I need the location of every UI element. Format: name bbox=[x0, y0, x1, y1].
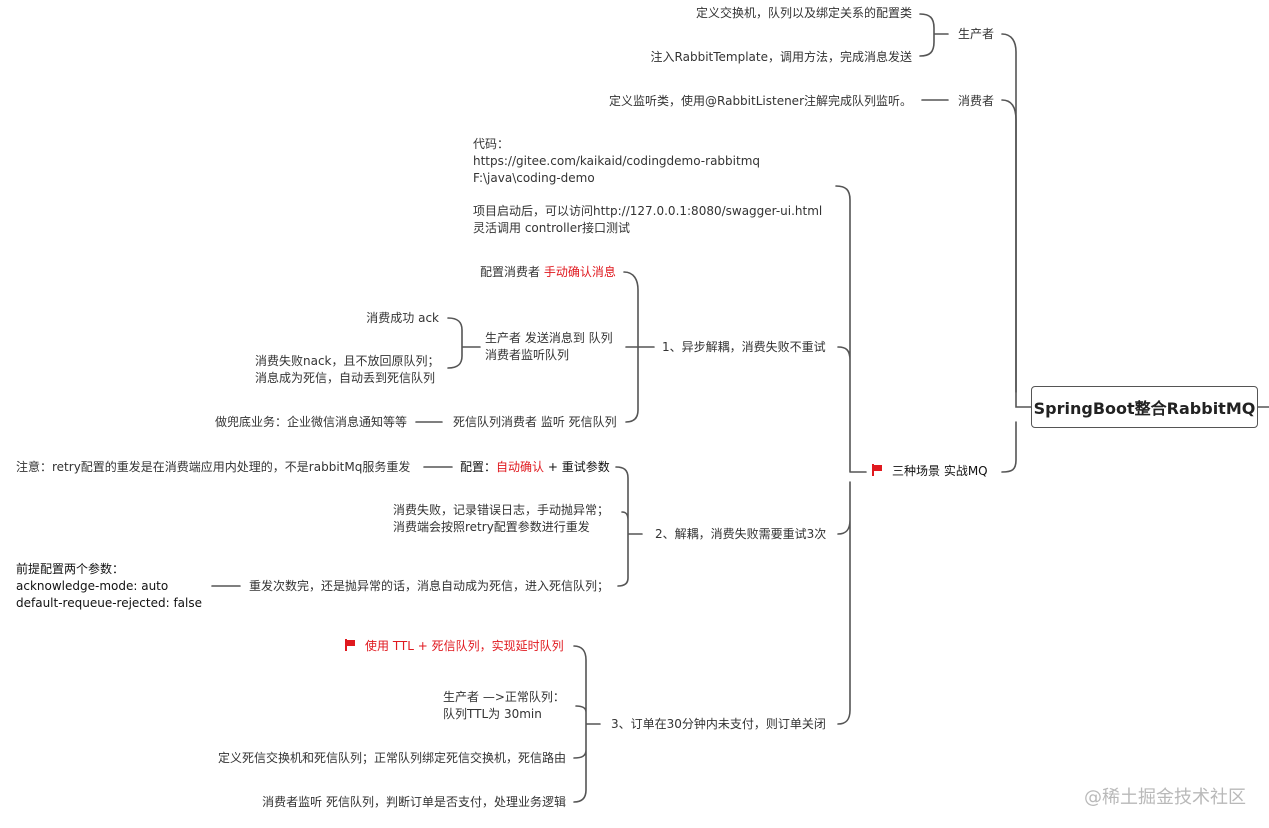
consumer-node[interactable]: 消费者 bbox=[958, 94, 995, 108]
producer-node[interactable]: 生产者 bbox=[958, 27, 995, 41]
scene1-fallback-node[interactable]: 做兜底业务：企业微信消息通知等等 bbox=[214, 415, 407, 429]
scenes-node[interactable]: 三种场景 实战MQ bbox=[872, 463, 988, 480]
flag-icon bbox=[345, 639, 355, 651]
watermark: @稀土掘金技术社区 bbox=[1084, 787, 1246, 808]
producer-config-node[interactable]: 定义交换机，队列以及绑定关系的配置类 bbox=[695, 6, 912, 20]
swagger-node[interactable]: 项目启动后，可以访问http://127.0.0.1:8080/swagger-… bbox=[473, 204, 823, 235]
flag-icon bbox=[872, 464, 882, 476]
scene3-consumer-node[interactable]: 消费者监听 死信队列，判断订单是否支付，处理业务逻辑 bbox=[262, 795, 566, 809]
scene3-ttl-node[interactable]: 使用 TTL + 死信队列，实现延时队列 bbox=[345, 638, 564, 655]
scene3-dlx-node[interactable]: 定义死信交换机和死信队列；正常队列绑定死信交换机，死信路由 bbox=[217, 751, 566, 765]
scene2-retry-done-node[interactable]: 重发次数完，还是抛异常的话，消息自动成为死信，进入死信队列； bbox=[249, 579, 610, 593]
scene3-producer-node[interactable]: 生产者 —>正常队列： 队列TTL为 30min bbox=[443, 690, 565, 721]
scene3-node[interactable]: 3、订单在30分钟内未支付，则订单关闭 bbox=[611, 717, 826, 731]
scene2-config-node[interactable]: 配置：自动确认 + 重试参数 bbox=[460, 460, 610, 474]
scene2-params-node[interactable]: 前提配置两个参数： acknowledge-mode: auto default… bbox=[16, 562, 203, 610]
scene1-node[interactable]: 1、异步解耦，消费失败不重试 bbox=[662, 340, 826, 354]
scene1-dlq-node[interactable]: 死信队列消费者 监听 死信队列 bbox=[453, 415, 617, 429]
scene1-ack-node[interactable]: 消费成功 ack bbox=[366, 311, 439, 325]
root-node[interactable]: SpringBoot整合RabbitMQ bbox=[1031, 386, 1258, 428]
scene1-nack-node[interactable]: 消费失败nack，且不放回原队列； 消息成为死信，自动丢到死信队列 bbox=[255, 354, 440, 385]
scene2-fail-node[interactable]: 消费失败，记录错误日志，手动抛异常； 消费端会按照retry配置参数进行重发 bbox=[393, 503, 610, 534]
consumer-listener-node[interactable]: 定义监听类，使用@RabbitListener注解完成队列监听。 bbox=[609, 94, 912, 108]
scene2-node[interactable]: 2、解耦，消费失败需要重试3次 bbox=[655, 527, 827, 541]
scene1-producer-node[interactable]: 生产者 发送消息到 队列 消费者监听队列 bbox=[485, 331, 613, 362]
code-node[interactable]: 代码： https://gitee.com/kaikaid/codingdemo… bbox=[473, 137, 760, 185]
scene2-note-node[interactable]: 注意：retry配置的重发是在消费端应用内处理的，不是rabbitMq服务重发 bbox=[16, 460, 411, 474]
scene1-config-node[interactable]: 配置消费者 手动确认消息 bbox=[480, 265, 616, 279]
producer-send-node[interactable]: 注入RabbitTemplate，调用方法，完成消息发送 bbox=[650, 50, 912, 64]
